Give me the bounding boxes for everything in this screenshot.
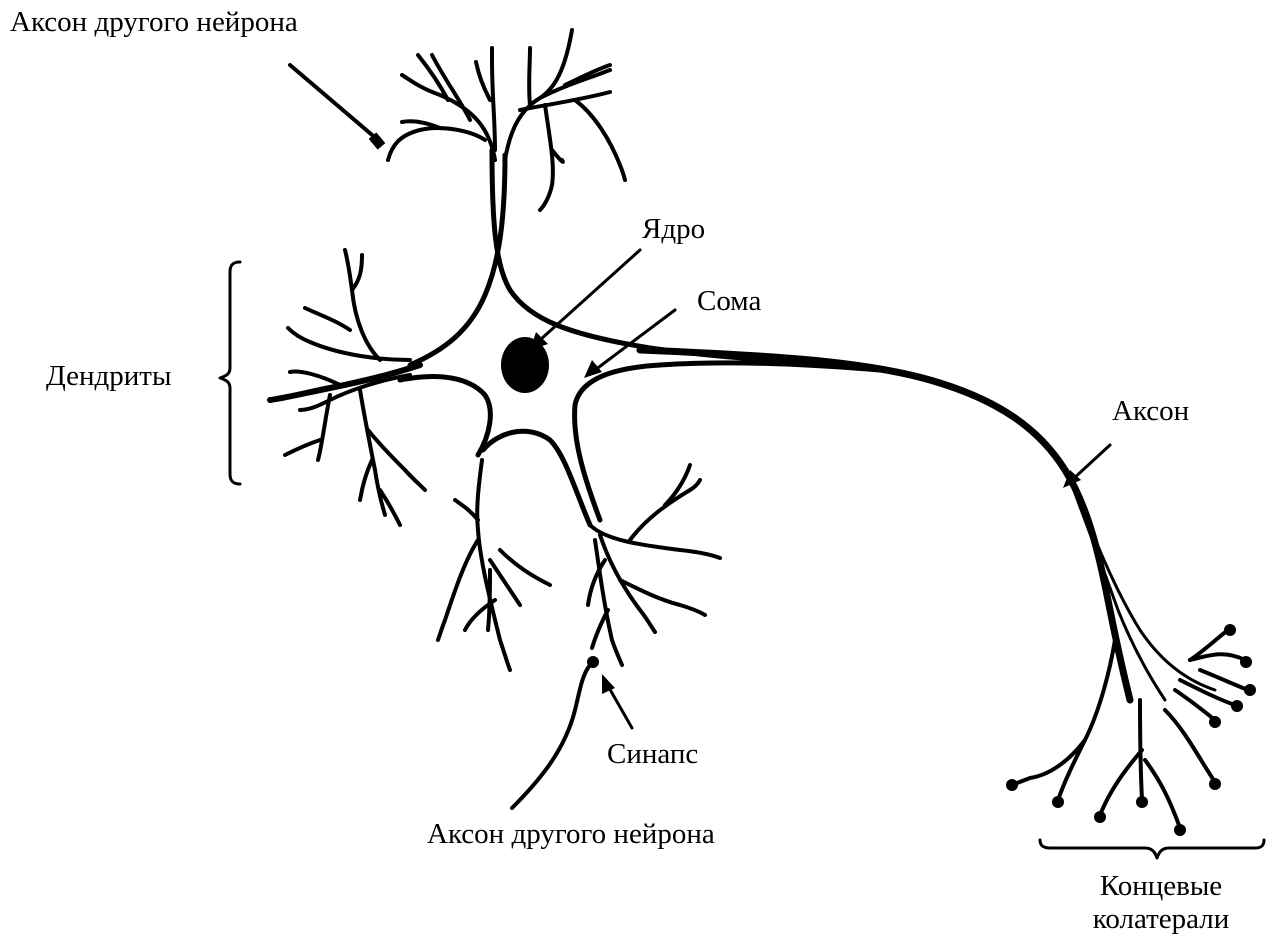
terminals-bracket (1040, 840, 1264, 858)
lower-right-dendrites (588, 465, 720, 665)
label-terminal-line1: Концевые (1066, 870, 1256, 903)
label-nucleus: Ядро (642, 213, 705, 246)
label-axon-other-top: Аксон другого нейрона (10, 6, 298, 39)
label-terminal-line2: колатерали (1066, 903, 1256, 936)
label-soma: Сома (697, 285, 761, 318)
top-other-axon (290, 65, 385, 150)
arrow-synapse (602, 674, 632, 728)
label-synapse: Синапс (607, 738, 698, 771)
label-axon: Аксон (1112, 395, 1189, 428)
label-axon-other-bottom: Аксон другого нейрона (427, 818, 715, 851)
label-terminal-collaterals: Концевые колатерали (1066, 870, 1256, 937)
terminal-collaterals (1006, 624, 1256, 836)
bottom-other-axon (512, 656, 599, 808)
dendrites-bracket (220, 262, 240, 484)
left-dendrites (270, 250, 425, 525)
lower-left-dendrites (438, 460, 550, 670)
arrow-axon (1063, 445, 1110, 488)
label-dendrites: Дендриты (46, 360, 171, 393)
